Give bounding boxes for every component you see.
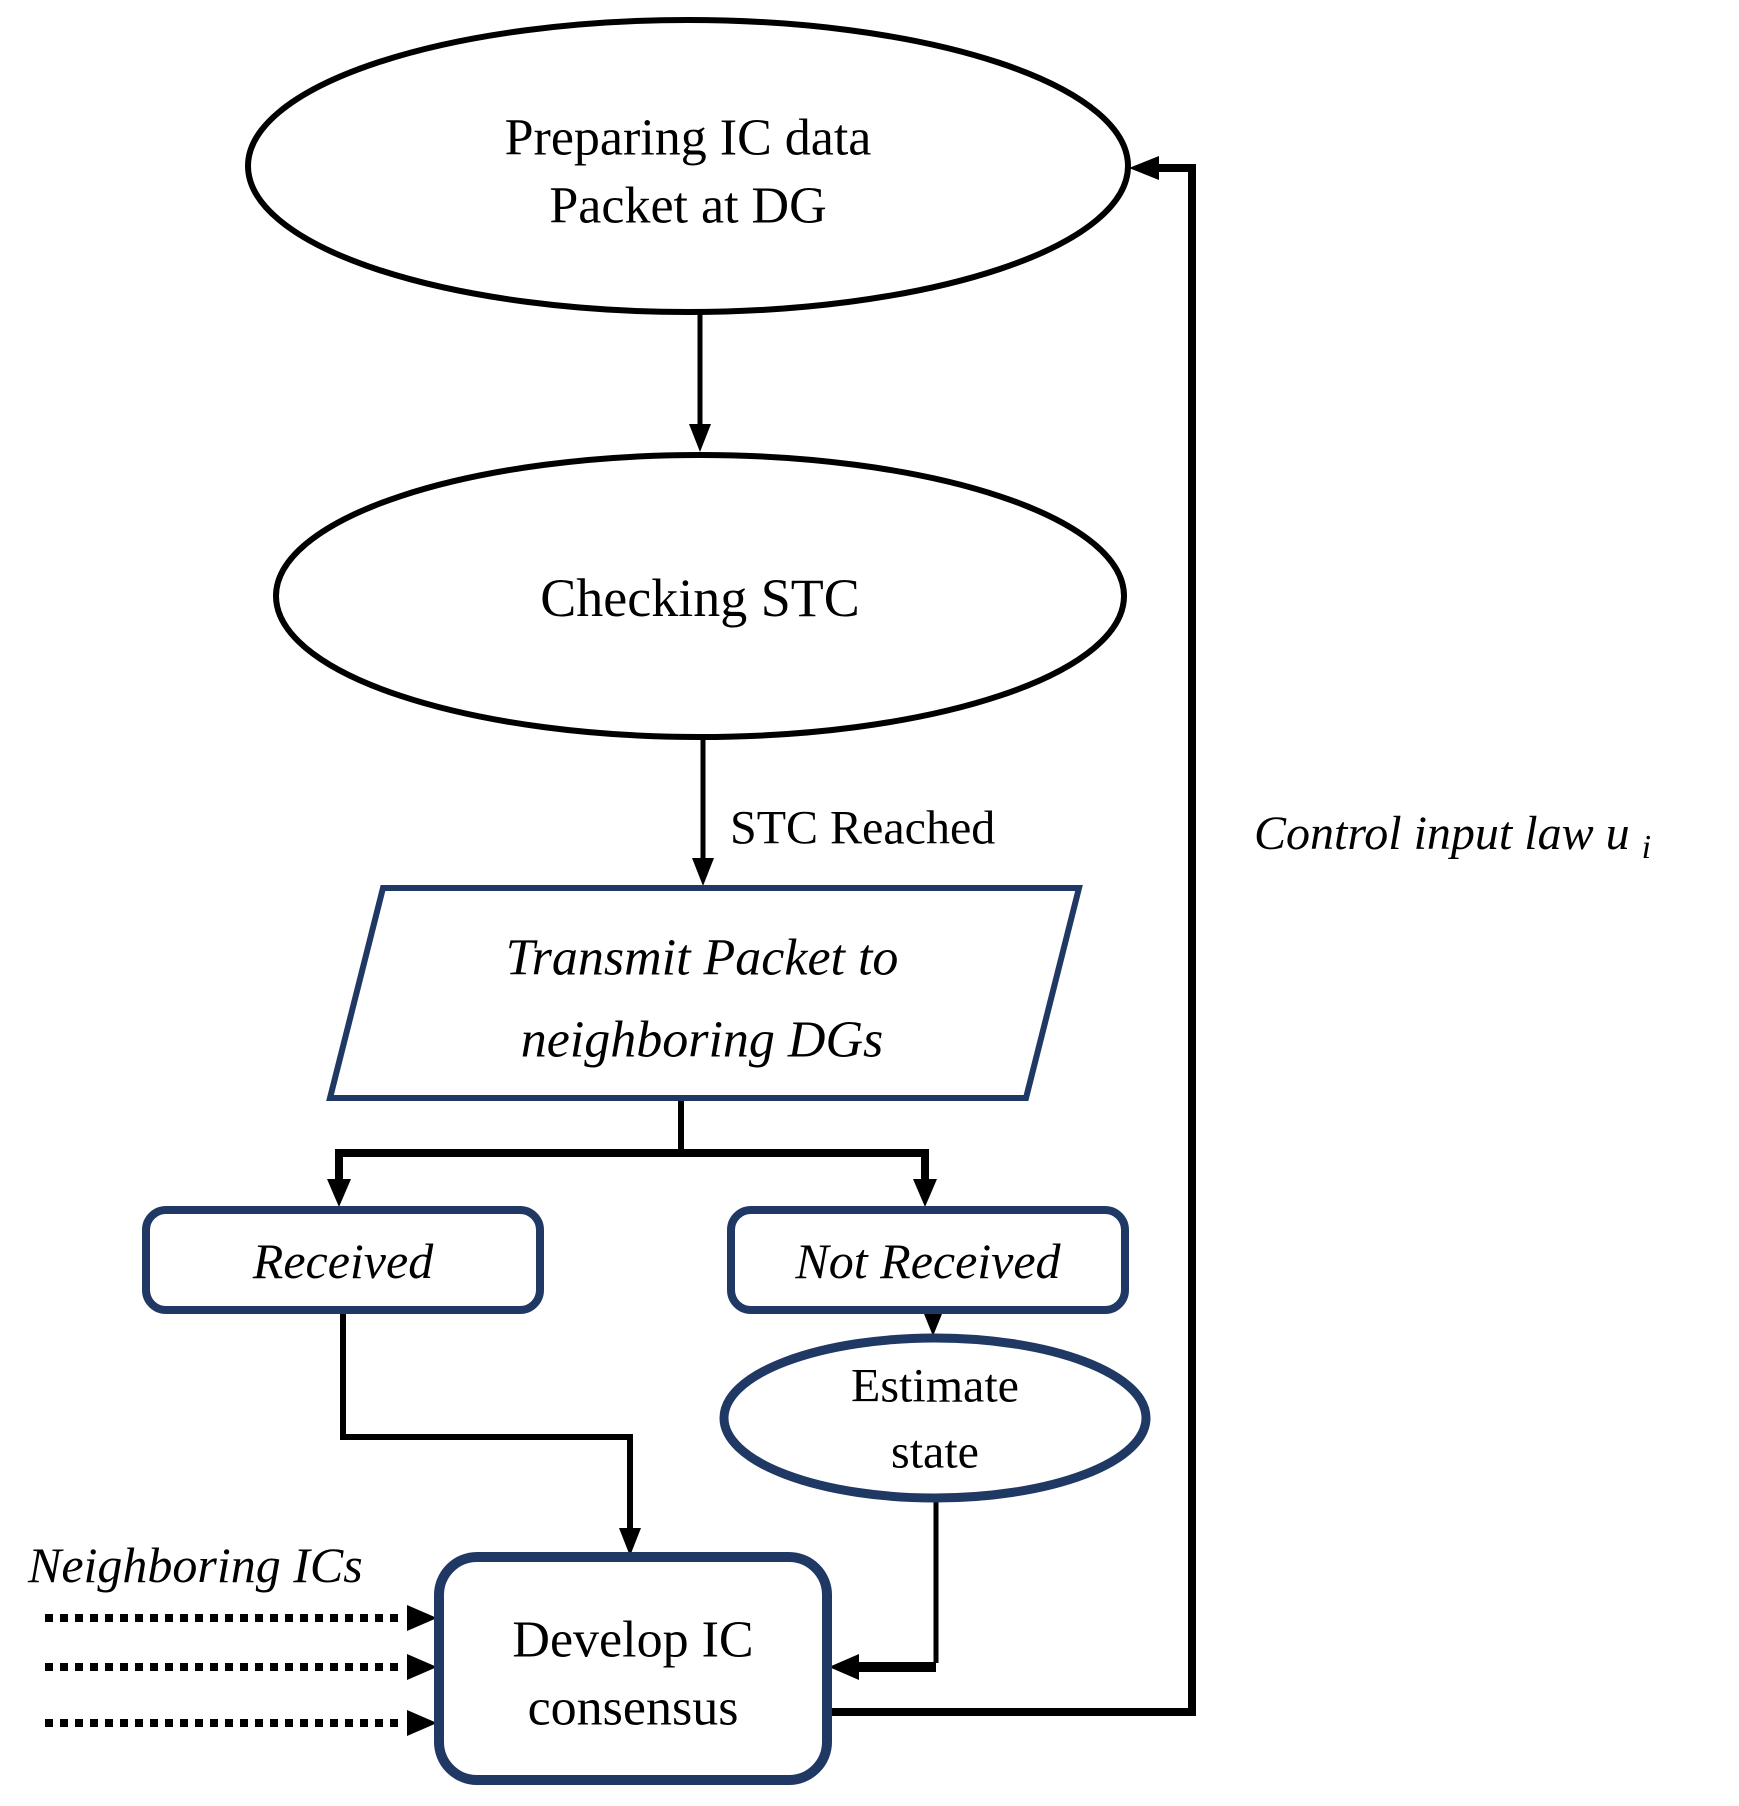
estimate-label-line2: state xyxy=(891,1426,979,1479)
transmit-parallelogram xyxy=(326,885,1083,1101)
arrowhead-estimate-to-develop xyxy=(829,1654,859,1680)
prepare-label-line2: Packet at DG xyxy=(549,178,826,235)
not-received-box xyxy=(727,1206,1129,1314)
transmit-label-line1: Transmit Packet to xyxy=(506,930,899,987)
arrowhead-to-not-received xyxy=(913,1179,937,1207)
connectors xyxy=(45,156,1196,1736)
estimate-label-line1: Estimate xyxy=(851,1360,1019,1413)
arrowhead-received-to-develop xyxy=(619,1528,641,1556)
prepare-ellipse xyxy=(245,17,1131,315)
edge-labels: STC Reached Control input law u i Neighb… xyxy=(27,802,1651,1594)
arrowhead-notreceived-to-estimate xyxy=(922,1309,944,1336)
check-stc-label: Checking STC xyxy=(540,568,860,628)
arrowhead-to-received xyxy=(327,1179,351,1207)
develop-label-line2: consensus xyxy=(528,1680,739,1737)
received-label: Received xyxy=(252,1233,434,1289)
control-input-law-label: Control input law u i xyxy=(1254,807,1651,866)
neighboring-ics-label: Neighboring ICs xyxy=(27,1537,363,1593)
node-labels: Preparing IC data Packet at DG Checking … xyxy=(252,110,1062,1737)
prepare-label-line1: Preparing IC data xyxy=(505,110,872,167)
transmit-label-line2: neighboring DGs xyxy=(521,1012,884,1069)
estimate-state-ellipse xyxy=(719,1333,1151,1503)
check-stc-ellipse xyxy=(273,452,1127,740)
control-input-law-subscript: i xyxy=(1642,829,1651,866)
not-received-label: Not Received xyxy=(794,1233,1061,1289)
stc-reached-label: STC Reached xyxy=(730,802,995,855)
develop-label-line1: Develop IC xyxy=(512,1612,753,1669)
dotted-arrowhead-2 xyxy=(407,1654,437,1680)
develop-consensus-box xyxy=(434,1552,832,1785)
path-received-to-develop xyxy=(340,1308,633,1528)
dotted-arrowhead-3 xyxy=(407,1710,437,1736)
arrowhead-prepare-to-check xyxy=(689,424,711,452)
received-box xyxy=(142,1206,544,1314)
dotted-arrowhead-1 xyxy=(407,1605,437,1631)
control-input-law-text: Control input law u xyxy=(1254,807,1630,860)
feedback-loop-line xyxy=(824,164,1196,1716)
arrowhead-feedback-to-prepare xyxy=(1129,156,1159,180)
branch-bar xyxy=(335,1149,929,1180)
nodes xyxy=(142,17,1151,1785)
arrowhead-check-to-transmit xyxy=(692,858,714,886)
